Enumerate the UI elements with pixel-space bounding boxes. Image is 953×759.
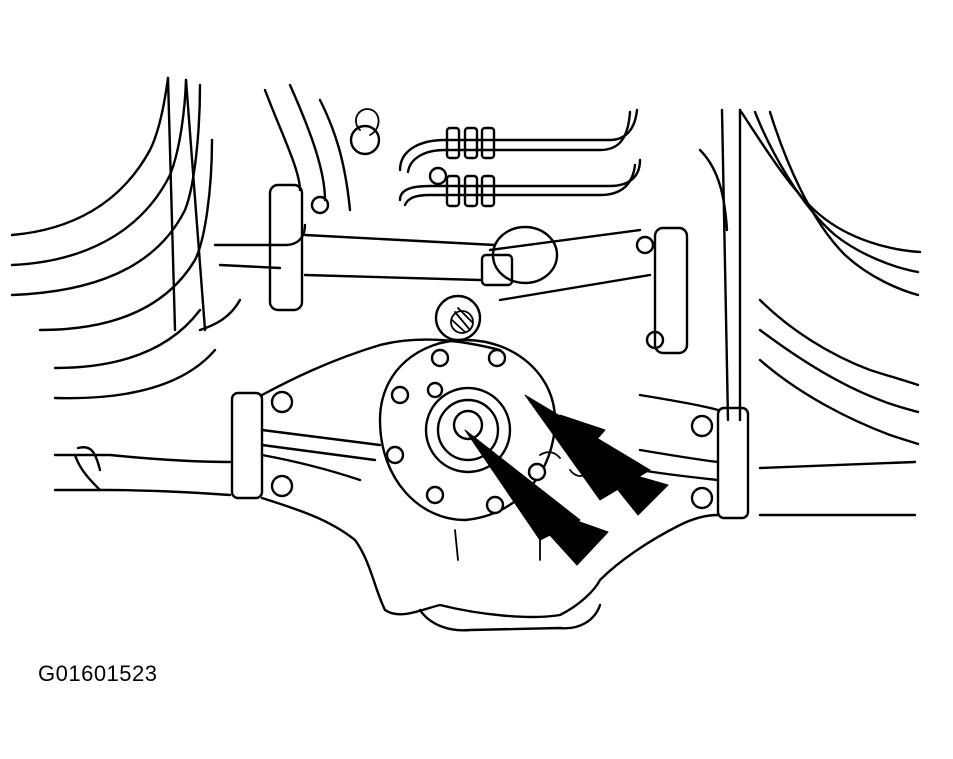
upper-control-arms (213, 183, 689, 355)
differential-flange (378, 338, 591, 522)
axle-housing (53, 338, 917, 632)
figure-code: G01601523 (38, 661, 158, 686)
brake-lines (263, 83, 642, 212)
arrow-pointer-icon (524, 394, 669, 516)
arrow-pointer-icon (464, 429, 609, 566)
left-leaf-spring (10, 76, 242, 400)
right-leaf-spring (698, 108, 922, 446)
